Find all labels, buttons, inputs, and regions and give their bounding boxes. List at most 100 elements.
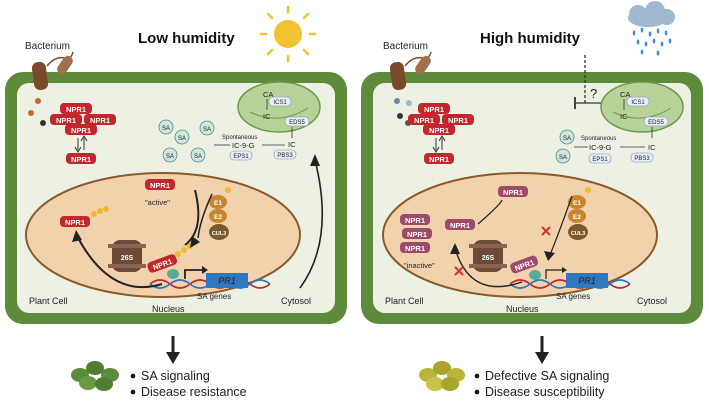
ics1-label: ICS1 bbox=[273, 100, 287, 106]
cytosol-label: Cytosol bbox=[281, 296, 311, 306]
ic9g-label: IC-9-G bbox=[589, 143, 612, 152]
cul3-label: CUL3 bbox=[571, 231, 585, 237]
left-nucleus bbox=[25, 172, 301, 298]
spontaneous-label: Spontaneous bbox=[581, 136, 616, 142]
transcription-factor bbox=[529, 270, 541, 280]
sa-molecule bbox=[559, 129, 575, 145]
blocked-recruitment-arrow bbox=[549, 195, 573, 256]
proteasome-label: 26S bbox=[121, 255, 134, 262]
transcription-factor bbox=[167, 269, 179, 279]
nucleus-label: Nucleus bbox=[506, 304, 539, 314]
ics1-enzyme bbox=[268, 96, 292, 107]
effector-dot bbox=[35, 98, 41, 104]
proteasome-icon bbox=[469, 240, 507, 272]
pr1-label: PR1 bbox=[578, 276, 596, 286]
left-title: Low humidity bbox=[138, 30, 235, 47]
e3-ligase-complex bbox=[209, 187, 231, 240]
sa-label: SA bbox=[162, 126, 170, 132]
npr1-free bbox=[445, 219, 475, 230]
bacterium-icon bbox=[389, 51, 432, 91]
sa-label: SA bbox=[559, 155, 567, 161]
sa-feedback-arrow bbox=[299, 159, 324, 289]
sa-molecules: SA SA SA SA SA bbox=[158, 119, 215, 163]
sa-label: SA bbox=[194, 154, 202, 160]
eps1-enzyme bbox=[588, 153, 612, 164]
npr1-label: NPR1 bbox=[66, 105, 86, 114]
sa-label: SA bbox=[178, 136, 186, 142]
sun-icon bbox=[259, 5, 317, 63]
effector-dot bbox=[28, 110, 34, 116]
npr1-label: NPR1 bbox=[65, 218, 85, 227]
diseased-plant-icon bbox=[419, 361, 465, 391]
sa-label: SA bbox=[563, 136, 571, 142]
sa-genes-label: SA genes bbox=[556, 292, 590, 301]
right-nucleus bbox=[382, 172, 658, 298]
npr1-label: NPR1 bbox=[56, 116, 76, 125]
degradation-arrow bbox=[454, 247, 523, 288]
chloroplast bbox=[600, 81, 684, 133]
e1-label: E1 bbox=[573, 200, 581, 207]
npr1-label: NPR1 bbox=[429, 155, 449, 164]
sa-label: SA bbox=[203, 127, 211, 133]
inactive-label: "inactive" bbox=[404, 261, 435, 270]
ic-label: IC bbox=[620, 112, 628, 121]
npr1-label: NPR1 bbox=[450, 221, 470, 230]
transcription-start-arrow bbox=[184, 269, 205, 279]
right-title: High humidity bbox=[480, 30, 581, 47]
question-mark: ? bbox=[590, 86, 597, 101]
npr1-ubiquitinated bbox=[60, 216, 90, 227]
npr1-label: NPR1 bbox=[405, 216, 425, 225]
eds5-transporter bbox=[643, 116, 669, 127]
ic9g-label: IC-9-G bbox=[232, 141, 255, 150]
npr1-label: NPR1 bbox=[405, 244, 425, 253]
npr1-label: NPR1 bbox=[71, 155, 91, 164]
ics1-label: ICS1 bbox=[631, 100, 645, 106]
pr1-gene bbox=[566, 273, 608, 288]
npr1-oligomer: NPR1 NPR1 NPR1 NPR1 bbox=[408, 103, 474, 135]
e2-label: E2 bbox=[214, 214, 222, 221]
equilibrium-arrows bbox=[74, 135, 88, 153]
ic-label: IC bbox=[288, 140, 296, 149]
npr1-monomer bbox=[424, 153, 454, 164]
spontaneous-label: Spontaneous bbox=[222, 135, 257, 141]
ubiquitin-chain bbox=[91, 206, 109, 217]
npr1-monomer bbox=[66, 153, 96, 164]
ubiquitin-chain bbox=[175, 243, 193, 257]
sa-genes-label: SA genes bbox=[197, 292, 231, 301]
npr1-at-promoter bbox=[147, 254, 178, 273]
npr1-label: NPR1 bbox=[414, 116, 434, 125]
npr1-label: NPR1 bbox=[90, 116, 110, 125]
outcome-1: Defective SA signaling bbox=[485, 369, 609, 383]
pr1-gene bbox=[206, 273, 248, 288]
npr1-oligomer: NPR1 NPR1 NPR1 NPR1 bbox=[50, 103, 116, 135]
nucleus-label: Nucleus bbox=[152, 304, 185, 314]
block-x-icon bbox=[541, 226, 551, 236]
outcome-1: SA signaling bbox=[141, 369, 210, 383]
bacterium-icon bbox=[31, 51, 74, 91]
active-label: "active" bbox=[145, 198, 170, 207]
eds5-label: EDS5 bbox=[648, 120, 664, 126]
e3-ligase-complex bbox=[568, 187, 591, 240]
ca-label: CA bbox=[263, 90, 273, 99]
degradation-arrow bbox=[75, 233, 163, 289]
eds5-transporter bbox=[284, 116, 310, 127]
proteasome-icon bbox=[108, 240, 146, 272]
npr1-at-promoter bbox=[510, 255, 539, 274]
pbs3-enzyme bbox=[273, 149, 297, 160]
npr1-label: NPR1 bbox=[424, 105, 444, 114]
pr1-label: PR1 bbox=[218, 276, 236, 286]
ca-label: CA bbox=[620, 90, 630, 99]
proteasome-label: 26S bbox=[482, 255, 495, 262]
cul3-label: CUL3 bbox=[212, 231, 226, 237]
npr1-label: NPR1 bbox=[503, 188, 523, 197]
recruitment-arrow bbox=[184, 189, 200, 246]
npr1-label: NPR1 bbox=[407, 230, 427, 239]
ic-label: IC bbox=[263, 112, 271, 121]
eps1-label: EPS1 bbox=[233, 154, 249, 160]
equilibrium-arrows bbox=[432, 135, 446, 153]
eps1-enzyme bbox=[229, 150, 253, 161]
right-bacterium-label: Bacterium bbox=[383, 41, 428, 52]
plant-cell-label: Plant Cell bbox=[385, 296, 424, 306]
npr1-label: NPR1 bbox=[448, 116, 468, 125]
